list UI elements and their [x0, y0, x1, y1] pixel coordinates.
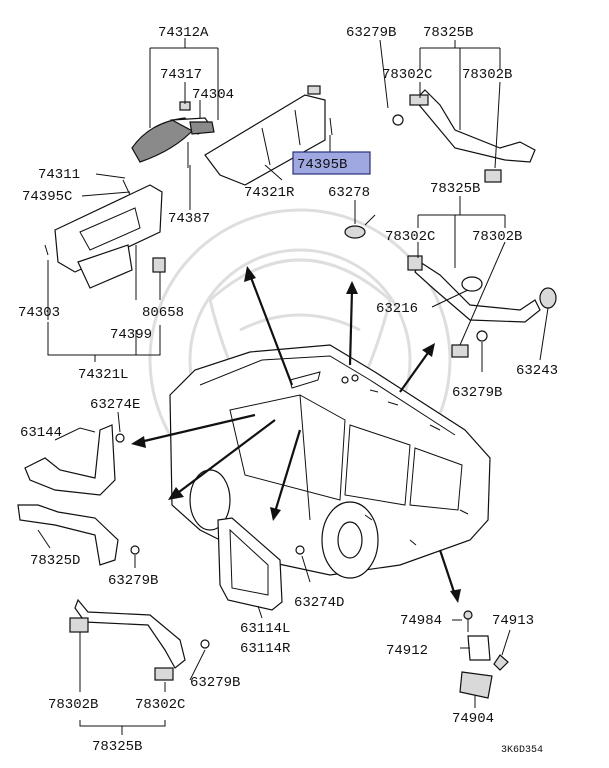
grab-handle-mid	[407, 255, 557, 358]
label-74913[interactable]: 74913	[492, 613, 534, 629]
grab-handle-top	[392, 89, 536, 183]
label-78302C-top[interactable]: 78302C	[382, 67, 432, 83]
label-74387[interactable]: 74387	[168, 211, 210, 227]
label-74312A[interactable]: 74312A	[158, 25, 209, 41]
label-78325D[interactable]: 78325D	[30, 553, 80, 569]
label-63114L[interactable]: 63114L	[240, 621, 290, 637]
label-74304[interactable]: 74304	[192, 87, 234, 103]
label-74395B[interactable]: 74395B	[297, 157, 347, 173]
label-74303[interactable]: 74303	[18, 305, 60, 321]
label-63279B-mid[interactable]: 63279B	[452, 385, 502, 401]
pointer-arrows	[131, 266, 461, 603]
highlight-box	[292, 151, 371, 175]
label-74984[interactable]: 74984	[400, 613, 442, 629]
diagram-code: 3K6D354	[501, 745, 543, 756]
label-63144[interactable]: 63144	[20, 425, 62, 441]
label-78302B-mid[interactable]: 78302B	[472, 229, 522, 245]
label-74904[interactable]: 74904	[452, 711, 494, 727]
label-63279B-left[interactable]: 63279B	[108, 573, 158, 589]
label-78325B-top[interactable]: 78325B	[423, 25, 473, 41]
label-78325B-bot[interactable]: 78325B	[92, 739, 142, 755]
label-63279B-top[interactable]: 63279B	[346, 25, 396, 41]
label-63274E[interactable]: 63274E	[90, 397, 140, 413]
label-78302C-bot[interactable]: 78302C	[135, 697, 185, 713]
leader-lines	[37, 38, 549, 735]
label-74395C[interactable]: 74395C	[22, 189, 72, 205]
label-74311[interactable]: 74311	[38, 167, 80, 183]
label-80658[interactable]: 80658	[142, 305, 184, 321]
label-74399[interactable]: 74399	[110, 327, 152, 343]
label-74321L[interactable]: 74321L	[78, 367, 128, 383]
visor-left	[44, 179, 166, 300]
clip-parts-7490x	[459, 610, 509, 699]
label-74321R[interactable]: 74321R	[244, 185, 295, 201]
part-labels: 74312A 74317 74304 74311 74395C 74387 74…	[18, 25, 558, 755]
label-63216[interactable]: 63216	[376, 301, 418, 317]
assist-grip-78325D	[17, 504, 140, 566]
label-63274D[interactable]: 63274D	[294, 595, 344, 611]
label-74317[interactable]: 74317	[160, 67, 202, 83]
visor-right	[204, 85, 333, 186]
vehicle-outline	[169, 344, 491, 579]
label-63243[interactable]: 63243	[516, 363, 558, 379]
label-63279B-bot[interactable]: 63279B	[190, 675, 240, 691]
label-78302B-top[interactable]: 78302B	[462, 67, 512, 83]
label-78325B-mid[interactable]: 78325B	[430, 181, 480, 197]
label-78302C-mid[interactable]: 78302C	[385, 229, 435, 245]
label-74912[interactable]: 74912	[386, 643, 428, 659]
label-78302B-bot[interactable]: 78302B	[48, 697, 98, 713]
label-63278[interactable]: 63278	[328, 185, 370, 201]
label-63114R[interactable]: 63114R	[240, 641, 291, 657]
grab-handle-bottom	[69, 598, 210, 681]
bolt-cap-63278	[344, 214, 376, 239]
assist-grip-63114	[217, 517, 305, 611]
assist-grip-63144	[24, 424, 125, 496]
rear-view-mirror	[131, 101, 215, 168]
